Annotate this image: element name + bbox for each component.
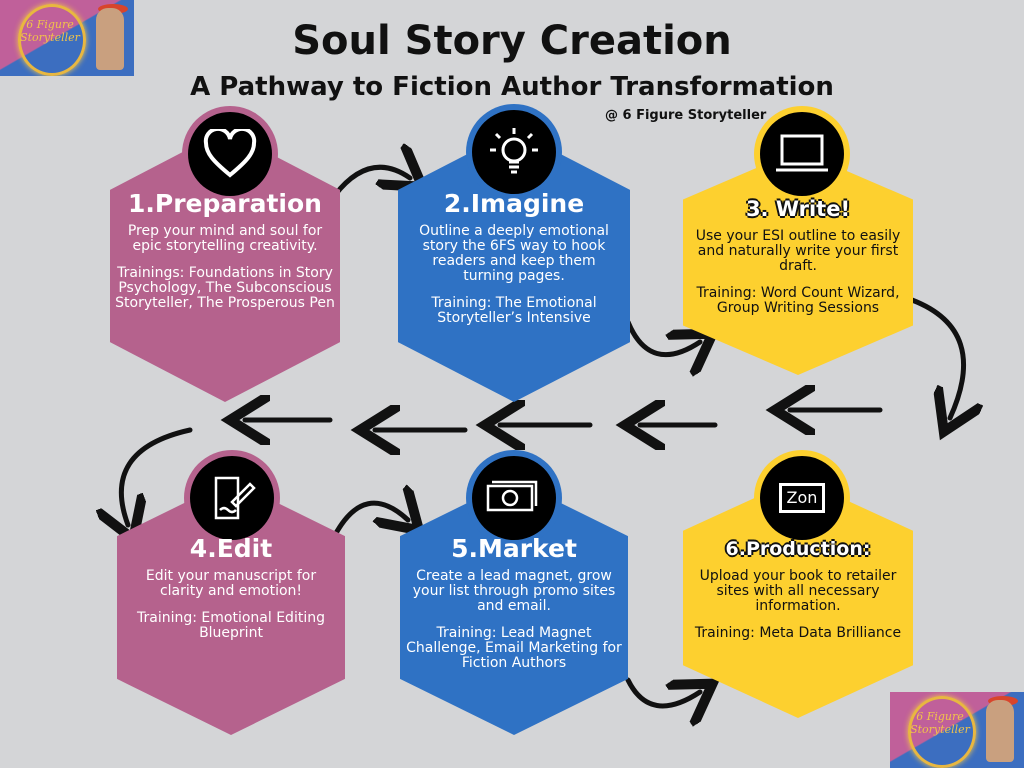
- step-6-content: 6.Production: Upload your book to retaile…: [690, 535, 906, 653]
- step-description: Outline a deeply emotional story the 6FS…: [419, 223, 609, 284]
- step-training: Training: The Emotional Storyteller’s In…: [431, 295, 597, 326]
- step-training: Training: Emotional Editing Blueprint: [137, 610, 325, 641]
- edit-document-icon: [190, 456, 274, 540]
- step-title: 4.Edit: [189, 534, 273, 563]
- step-title: 3. Write!: [745, 197, 851, 221]
- arrow-2-3: [625, 319, 700, 355]
- laptop-icon: [760, 112, 844, 196]
- step-title: 2.Imagine: [443, 189, 585, 218]
- step-description: Prep your mind and soul for epic storyte…: [127, 223, 323, 254]
- heart-icon: [188, 112, 272, 196]
- logo-top-left: 6 Figure Storyteller: [0, 0, 134, 76]
- step-description: Use your ESI outline to easily and natur…: [695, 228, 901, 274]
- lightbulb-icon: [472, 110, 556, 194]
- icon-text: Zon: [779, 483, 825, 513]
- arrow-5-6: [625, 677, 700, 706]
- step-title: 6.Production:: [725, 538, 871, 560]
- amazon-laptop-icon: Zon: [760, 456, 844, 540]
- page-title: Soul Story Creation: [292, 18, 732, 64]
- step-training: Trainings: Foundations in Story Psycholo…: [115, 265, 335, 311]
- arrow-down-4: [121, 427, 193, 525]
- step-training: Training: Lead Magnet Challenge, Email M…: [406, 625, 622, 671]
- step-title: 1.Preparation: [128, 189, 322, 218]
- money-icon: [472, 456, 556, 540]
- step-description: Upload your book to retailer sites with …: [699, 568, 897, 614]
- step-training: Training: Meta Data Brilliance: [694, 625, 902, 641]
- logo-bottom-right: 6 Figure Storyteller: [890, 692, 1024, 768]
- arrow-3-down: [909, 297, 964, 418]
- page-subtitle: A Pathway to Fiction Author Transformati…: [190, 72, 834, 102]
- step-3-content: 3. Write! Use your ESI outline to easily …: [690, 195, 906, 328]
- logo-text: 6 Figure Storyteller: [910, 710, 970, 736]
- credit: @ 6 Figure Storyteller: [605, 108, 767, 123]
- logo-text: 6 Figure Storyteller: [20, 18, 80, 44]
- arrow-1-2: [332, 167, 410, 198]
- step-description: Create a lead magnet, grow your list thr…: [412, 568, 616, 614]
- step-title: 5.Market: [451, 534, 577, 563]
- arrow-4-5: [332, 503, 408, 538]
- step-training: Training: Word Count Wizard, Group Writi…: [696, 285, 900, 316]
- step-description: Edit your manuscript for clarity and emo…: [145, 568, 317, 599]
